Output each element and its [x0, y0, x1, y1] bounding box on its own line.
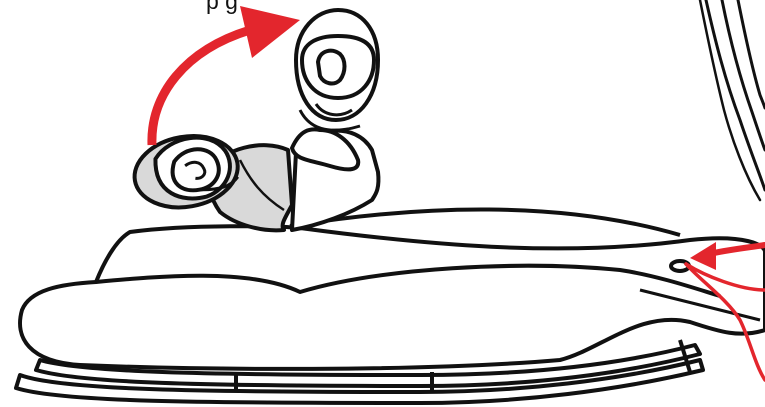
- sled-body: [20, 209, 765, 368]
- background-curves: [700, 0, 765, 200]
- rotate-head-arrow-icon: [152, 6, 300, 145]
- helmeted-head-upright-icon: [296, 10, 378, 130]
